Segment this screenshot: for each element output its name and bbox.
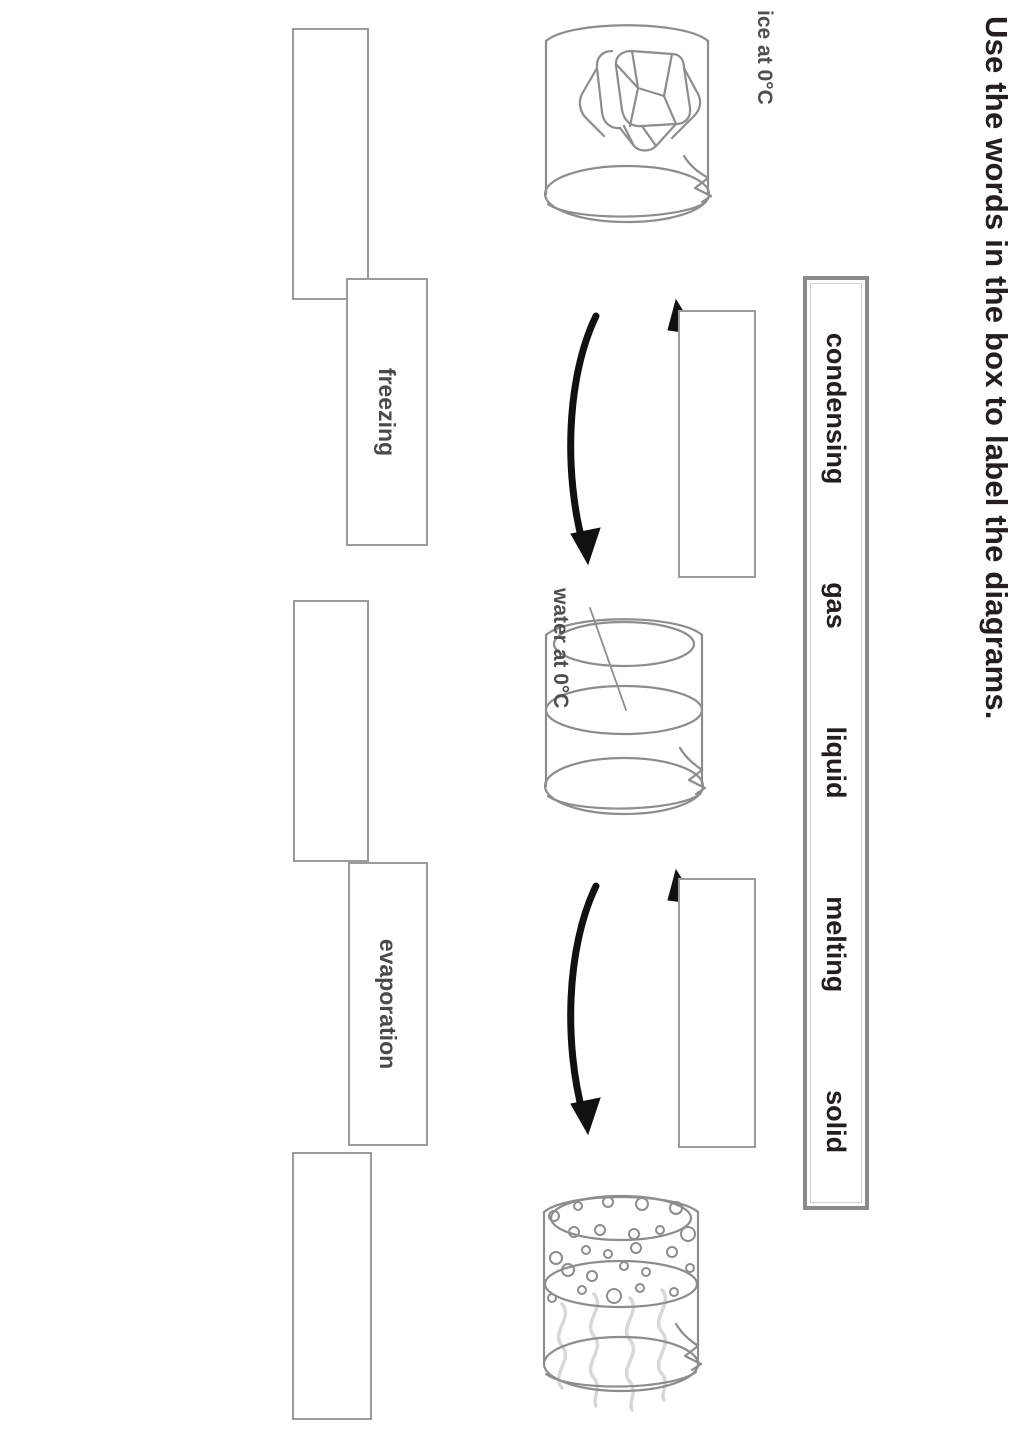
word-bank-item-liquid[interactable]: liquid bbox=[821, 726, 852, 799]
label-ice-at-0c: ice at 0°C bbox=[753, 10, 776, 105]
diagram-ice-beaker bbox=[512, 6, 742, 256]
answer-box-state-2[interactable] bbox=[293, 600, 369, 862]
answer-box-change-2-down[interactable]: evaporation bbox=[348, 862, 428, 1146]
diagram-steam-beaker bbox=[504, 1172, 734, 1432]
page-title: Use the words in the box to label the di… bbox=[979, 16, 1014, 720]
word-bank-item-condensing[interactable]: condensing bbox=[821, 332, 852, 485]
word-bank-item-melting[interactable]: melting bbox=[821, 896, 852, 993]
word-bank: condensing gas liquid melting solid bbox=[803, 276, 869, 1210]
word-bank-item-gas[interactable]: gas bbox=[821, 582, 852, 629]
label-water-at-0c: water at 0°C bbox=[549, 588, 572, 709]
answer-box-change-2-up[interactable] bbox=[678, 878, 756, 1148]
answer-box-change-1-up[interactable] bbox=[678, 310, 756, 578]
diagram-water-beaker bbox=[508, 598, 738, 848]
answer-box-state-1[interactable] bbox=[292, 28, 369, 300]
answer-box-state-3[interactable] bbox=[292, 1152, 372, 1420]
word-bank-item-solid[interactable]: solid bbox=[821, 1090, 852, 1154]
answer-box-change-1-down[interactable]: freezing bbox=[346, 278, 428, 546]
